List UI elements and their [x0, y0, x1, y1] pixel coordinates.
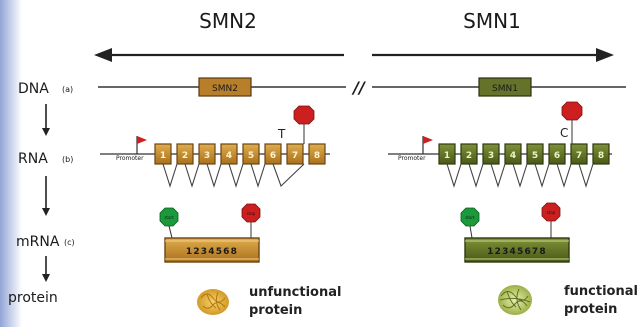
- smn1-exon-label-8: 8: [598, 151, 604, 161]
- smn1-exon-8: [592, 143, 610, 165]
- start-label-smn1: start: [465, 215, 475, 220]
- smn1-exon-label-5: 5: [532, 151, 538, 161]
- smn2-exon-label-2: 2: [182, 151, 188, 161]
- splice-lines-smn2: [162, 163, 305, 188]
- header-smn2: SMN2: [199, 9, 257, 33]
- smn2-mrna-strip: [164, 237, 260, 263]
- smn2-exon-label-5: 5: [248, 151, 254, 161]
- stop-label-smn2: stop: [247, 211, 256, 216]
- stop-sign-smn1-rna: [561, 101, 583, 144]
- stop-sign-smn1-mrna: stop: [541, 202, 561, 238]
- stop-sign-smn2-rna: [293, 105, 315, 144]
- smn2-exon-8: [308, 143, 326, 165]
- smn2-variant-T: T: [277, 127, 286, 141]
- label-dna: DNA: [18, 81, 49, 97]
- label-rna: RNA: [18, 151, 48, 167]
- smn1-mrna-strip: [464, 237, 570, 263]
- left-edge-glow: [0, 0, 22, 327]
- smn2-gene-box: [198, 77, 252, 97]
- rna-smn2: Promoter 1 2 3 4 5 6 7 8 T: [100, 105, 330, 188]
- row-labels: DNA (a) RNA (b) mRNA (c) protein: [8, 81, 75, 306]
- mrna-smn1: start stop 12345678: [460, 202, 570, 263]
- unfunctional-line2: protein: [249, 303, 302, 318]
- smn1-variant-C: C: [560, 126, 568, 140]
- smn2-exon-label-1: 1: [160, 151, 166, 161]
- promoter-flag-smn2: [136, 136, 147, 154]
- label-rna-tag: (b): [62, 155, 73, 164]
- functional-line1: functional: [564, 284, 638, 299]
- dna-strand: // SMN2 SMN1: [98, 77, 626, 97]
- smn2-mrna-seq: 1234568: [186, 247, 238, 257]
- start-sign-smn1: start: [460, 207, 480, 239]
- smn1-exon-label-2: 2: [466, 151, 472, 161]
- smn1-mrna-seq: 12345678: [487, 247, 547, 257]
- label-protein: protein: [8, 290, 58, 306]
- start-sign-smn2: start: [159, 207, 179, 239]
- functional-line2: protein: [564, 302, 617, 317]
- splice-lines-smn1: [446, 163, 594, 188]
- start-label-smn2: start: [164, 215, 174, 220]
- promoter-flag-smn1: [422, 136, 433, 154]
- label-mrna-tag: (c): [64, 238, 75, 247]
- smn1-exon-label-4: 4: [510, 151, 516, 161]
- stop-label-smn1: stop: [547, 210, 556, 215]
- smn1-exon-label-1: 1: [444, 151, 450, 161]
- smn1-exon-label-7: 7: [576, 151, 582, 161]
- flow-arrows: [42, 104, 50, 282]
- smn2-gene-label: SMN2: [212, 84, 238, 94]
- smn2-exon-label-6: 6: [270, 151, 276, 161]
- smn2-exon-label-7: 7: [292, 151, 298, 161]
- rna-smn1: Promoter 1 2 3 4 5 6 7 8 C: [388, 101, 612, 188]
- smn2-exons: 1 2 3 4 5 6 7 8: [154, 143, 326, 165]
- mrna-smn2: start stop 1234568: [159, 203, 261, 263]
- smn1-gene-box: [478, 77, 532, 97]
- stop-sign-smn2-mrna: stop: [241, 203, 261, 238]
- smn2-exon-label-4: 4: [226, 151, 232, 161]
- smn1-exon-label-6: 6: [554, 151, 560, 161]
- unfunctional-protein-blob: [197, 289, 229, 315]
- label-mrna: mRNA: [16, 234, 60, 250]
- direction-arrow-right: [372, 48, 614, 62]
- smn1-gene-label: SMN1: [492, 84, 518, 94]
- smn2-exon-7: [286, 143, 304, 165]
- functional-protein-blob: [498, 285, 532, 315]
- smn2-exon-label-8: 8: [314, 151, 320, 161]
- smn2-exon-label-3: 3: [204, 151, 210, 161]
- header-smn1: SMN1: [463, 9, 521, 33]
- promoter-label-smn2: Promoter: [116, 155, 144, 162]
- direction-arrow-left: [94, 48, 344, 62]
- unfunctional-line1: unfunctional: [249, 285, 341, 300]
- promoter-label-smn1: Promoter: [398, 155, 426, 162]
- label-dna-tag: (a): [62, 85, 73, 94]
- smn1-exon-label-3: 3: [488, 151, 494, 161]
- dna-break-mark: //: [351, 78, 366, 97]
